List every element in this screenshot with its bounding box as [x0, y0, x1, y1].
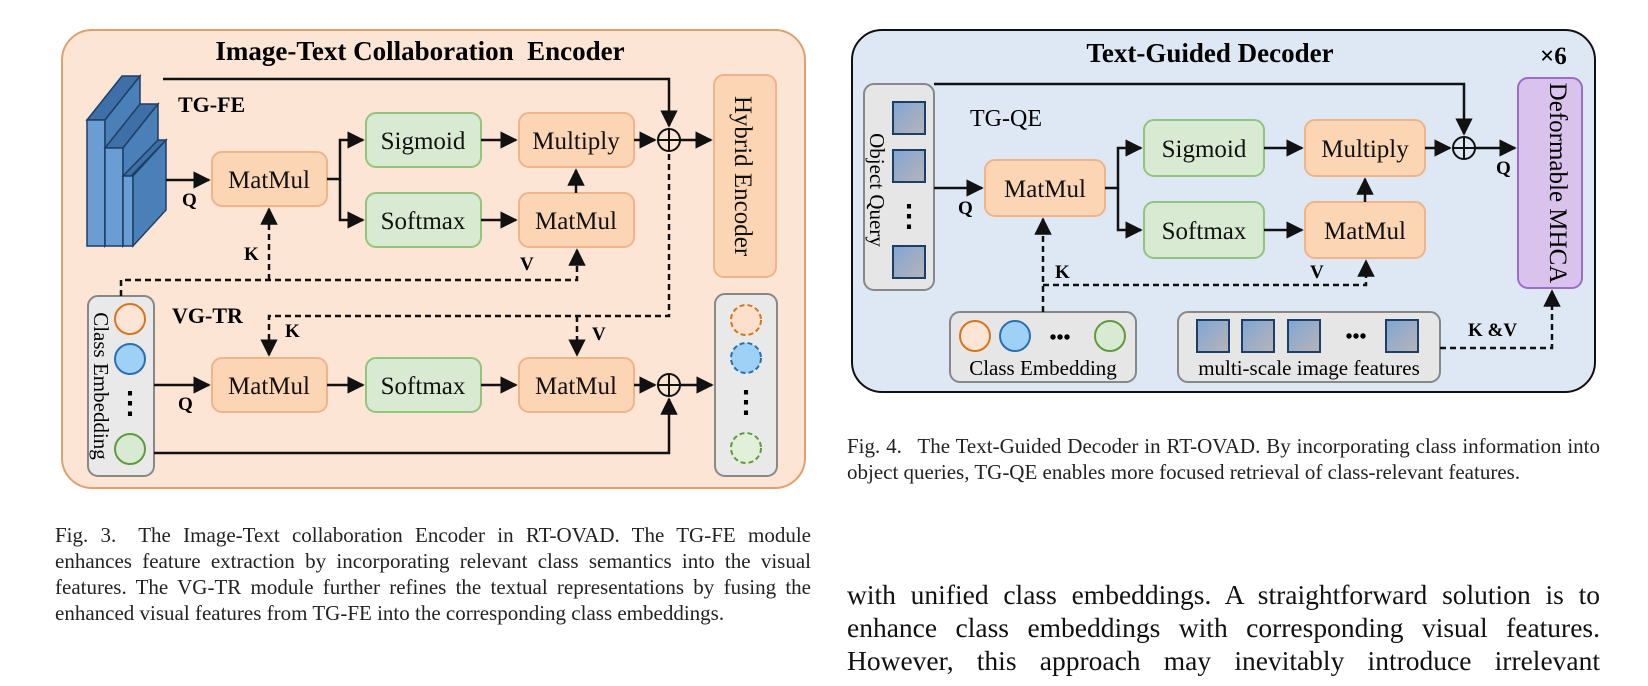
fig4-class-circle-orange — [959, 320, 991, 352]
fig3-encoder: Image-Text Collaboration Encoder TG-FE V… — [61, 29, 806, 489]
body-line-2: enhance class embeddings with correspond… — [847, 612, 1600, 643]
fig3-arrows — [154, 77, 714, 455]
fig4-decoder: Text-Guided Decoder ×6 TG-QE ⋮ Object Qu… — [851, 29, 1596, 393]
tgfe-softmax-label: Softmax — [381, 208, 466, 235]
vgtr-softmax-label: Softmax — [381, 373, 466, 400]
tgqe-sigmoid-label: Sigmoid — [1162, 136, 1247, 163]
deformable-mhca-text: Deformable MHCA — [1544, 83, 1571, 284]
deformable-mhca-label: Deformable MHCA — [1544, 83, 1571, 284]
vgtr-q-label: Q — [178, 394, 193, 415]
vgtr-matmul-label: MatMul — [228, 373, 310, 400]
out-circle-orange — [730, 304, 762, 336]
tgfe-matmul2-label: MatMul — [535, 208, 617, 235]
out-circle-blue — [730, 342, 762, 374]
class-circle-orange — [114, 303, 146, 335]
vgtr-add-icon — [657, 373, 681, 397]
tgqe-k-label: K — [1055, 262, 1070, 283]
oq-ellipsis: ⋮ — [894, 200, 924, 233]
vgtr-label: VG-TR — [172, 303, 244, 328]
tgfe-matmul-label: MatMul — [228, 167, 310, 194]
oq-square-3 — [892, 245, 926, 279]
class-ellipsis: ⋮ — [115, 387, 145, 420]
tgfe-add-icon — [657, 128, 681, 152]
fig4-arrows — [934, 82, 1517, 239]
multi-scale-label: multi-scale image features — [1198, 356, 1420, 380]
class-circle-green — [114, 433, 146, 465]
tgfe-v-label: V — [520, 254, 534, 275]
fig3-class-embedding-label: Class Embedding — [89, 312, 113, 460]
oq-square-2 — [892, 149, 926, 183]
fig3-caption-text: The Image-Text collaboration Encoder in … — [55, 523, 812, 625]
fig4-class-ellipsis: ••• — [1049, 327, 1070, 349]
fig4-dashed-arrows — [1034, 217, 1561, 350]
fig4-repeat: ×6 — [1540, 43, 1567, 70]
oq-square-1 — [892, 101, 926, 135]
tgfe-sigmoid-label: Sigmoid — [381, 128, 466, 155]
tgqe-matmul-label: MatMul — [1004, 176, 1086, 203]
object-query-label: Object Query — [865, 133, 889, 247]
tgqe-q-label: Q — [958, 198, 973, 219]
ms-square-1 — [1196, 319, 1230, 353]
ms-square-3 — [1287, 319, 1321, 353]
fig4-title: Text-Guided Decoder — [1086, 38, 1333, 68]
tgfe-label: TG-FE — [178, 92, 245, 117]
class-circle-blue — [114, 343, 146, 375]
fig3-title: Image-Text Collaboration Encoder — [215, 36, 624, 66]
fig3-caption: Fig. 3. The Image-Text collaboration Enc… — [55, 522, 811, 626]
vgtr-k-label: K — [285, 321, 300, 342]
hybrid-encoder-label: Hybrid Encoder — [729, 96, 756, 257]
body-line-3: However, this approach may inevitably in… — [847, 645, 1600, 676]
body-line-1: with unified class embeddings. A straigh… — [847, 579, 1600, 610]
tgfe-multiply-label: Multiply — [532, 128, 620, 155]
fig4-class-circle-blue — [999, 320, 1031, 352]
image-feature-cubes — [85, 73, 168, 249]
out-circle-green — [730, 432, 762, 464]
tgqe-v-label: V — [1310, 262, 1324, 283]
tgfe-k-label: K — [244, 244, 259, 265]
fig4-class-circle-green — [1094, 320, 1126, 352]
ms-ellipsis: ••• — [1345, 326, 1366, 348]
fig4-caption: Fig. 4. The Text-Guided Decoder in RT-OV… — [847, 433, 1600, 485]
deformable-mhca-box — [1517, 77, 1583, 289]
fig3-output-panel — [714, 293, 778, 477]
fig4-class-embedding-label: Class Embedding — [969, 356, 1117, 380]
kv-label: K &V — [1468, 320, 1517, 341]
fig4-caption-label: Fig. 4. — [847, 434, 902, 458]
out-ellipsis: ⋮ — [731, 386, 761, 419]
fig3-caption-label: Fig. 3. — [55, 523, 117, 547]
tgqe-multiply-label: Multiply — [1321, 136, 1409, 163]
ms-square-2 — [1241, 319, 1275, 353]
body-paragraph: with unified class embeddings. A straigh… — [847, 578, 1600, 677]
tgqe-softmax-label: Softmax — [1162, 218, 1247, 245]
ms-square-4 — [1385, 319, 1419, 353]
vgtr-v-label: V — [592, 324, 606, 345]
tgqe-label: TG-QE — [970, 106, 1042, 132]
fig3-dashed-arrows — [119, 154, 671, 357]
hybrid-encoder-box — [713, 74, 777, 278]
tgqe-matmul2-label: MatMul — [1324, 218, 1406, 245]
vgtr-matmul2-label: MatMul — [535, 373, 617, 400]
mhca-q-label: Q — [1496, 158, 1511, 179]
tgqe-add-icon — [1452, 136, 1476, 160]
fig3-background — [61, 29, 806, 489]
figure-canvas: Image-Text Collaboration Encoder TG-FE V… — [61, 29, 1596, 489]
tgfe-q-label: Q — [182, 190, 197, 211]
fig4-caption-text: The Text-Guided Decoder in RT-OVAD. By i… — [847, 434, 1601, 484]
